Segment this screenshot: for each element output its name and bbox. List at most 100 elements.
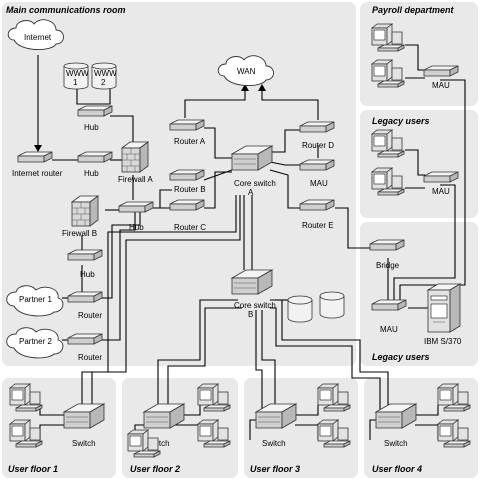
network-device-icon [169, 169, 205, 181]
mau-bottom: MAU [371, 299, 407, 334]
www-server-2: WWW 2 [91, 62, 117, 90]
router-d-label: Router D [302, 141, 334, 150]
title-floor-1: User floor 1 [8, 464, 58, 474]
partner-2-cloud: Partner 2 [6, 327, 64, 359]
firewall-a: Firewall A [118, 141, 153, 184]
router-p1-label: Router [78, 311, 102, 320]
mau-payroll: MAU [423, 65, 459, 90]
bridge: Bridge [369, 239, 405, 270]
wan-label: WAN [237, 67, 256, 76]
network-device-icon [17, 151, 53, 163]
partner-1-label: Partner 1 [19, 295, 52, 304]
router-p2-label: Router [78, 353, 102, 362]
network-device-icon [371, 299, 407, 311]
router-b-label: Router B [174, 185, 206, 194]
hub-top-label: Hub [84, 123, 99, 132]
mainframe-icon [426, 283, 462, 333]
title-floor-2: User floor 2 [130, 464, 180, 474]
router-a-label: Router A [174, 137, 206, 146]
partner-2-label: Partner 2 [19, 337, 52, 346]
network-device-icon [299, 159, 335, 171]
title-legacy-right: Legacy users [372, 116, 430, 126]
hub-lower: Hub [118, 201, 154, 232]
router-e: Router E [299, 199, 335, 230]
firewall-a-label: Firewall A [118, 175, 153, 184]
hub-mid: Hub [77, 151, 113, 178]
network-device-icon [299, 121, 335, 133]
firewall-icon [71, 195, 99, 227]
firewall-b: Firewall B [62, 195, 99, 238]
hub-top: Hub [77, 105, 113, 132]
title-legacy-bottom: Legacy users [372, 352, 430, 362]
network-device-icon [67, 249, 103, 261]
storage-drum-icon [287, 300, 313, 323]
firewall-icon [121, 141, 149, 173]
storage-1 [287, 295, 313, 323]
www2-num: 2 [101, 78, 106, 87]
core-switch-a-label-2: A [248, 188, 254, 197]
router-a: Router A [169, 119, 206, 146]
core-switch-b-label-1: Core switch [234, 301, 276, 310]
switch-floor-1: Switch [63, 403, 105, 448]
internet-router: Internet router [12, 151, 63, 178]
switch-3-label: Switch [262, 439, 286, 448]
bridge-label: Bridge [376, 261, 400, 270]
network-device-icon [118, 201, 154, 213]
internet-label: Internet [24, 33, 52, 42]
mau-payroll-label: MAU [432, 81, 450, 90]
wan-cloud: WAN [217, 55, 274, 86]
internet-cloud: Internet [7, 19, 64, 50]
title-floor-3: User floor 3 [250, 464, 300, 474]
network-device-icon [299, 199, 335, 211]
router-partner-2: Router [67, 333, 103, 362]
network-device-icon [67, 333, 103, 345]
core-switch-a-label-1: Core switch [234, 179, 276, 188]
title-main: Main communications room [6, 5, 126, 15]
core-switch-b-label-2: B [248, 310, 253, 319]
switch-floor-3: Switch [255, 403, 297, 448]
www1-top: WWW [66, 69, 89, 78]
ibm-label: IBM S/370 [424, 337, 462, 346]
network-device-icon [169, 199, 205, 211]
partner-1-cloud: Partner 1 [6, 285, 64, 317]
storage-drum-icon [319, 296, 345, 319]
network-device-icon [369, 239, 405, 251]
title-payroll: Payroll department [372, 5, 455, 15]
www-server-1: WWW 1 [63, 62, 89, 90]
router-c: Router C [169, 199, 206, 232]
www1-num: 1 [73, 78, 78, 87]
network-device-icon [423, 65, 459, 77]
core-switch-a: Core switch A [231, 145, 276, 197]
mau-legacy: MAU [423, 171, 459, 196]
www2-top: WWW [94, 69, 117, 78]
hub-b-label: Hub [80, 270, 95, 279]
network-device-icon [77, 151, 113, 163]
hub-b: Hub [67, 249, 103, 279]
mau-bottom-label: MAU [380, 325, 398, 334]
router-e-label: Router E [302, 221, 334, 230]
router-b: Router B [169, 169, 206, 194]
switch-4-label: Switch [384, 439, 408, 448]
storage-2 [319, 291, 345, 319]
router-d: Router D [299, 121, 335, 150]
network-device-icon [67, 291, 103, 303]
internet-router-label: Internet router [12, 169, 63, 178]
switch-1-label: Switch [72, 439, 96, 448]
network-device-icon [169, 119, 205, 131]
switch-floor-4: Switch [375, 403, 417, 448]
core-switch-b: Core switch B [231, 269, 276, 319]
hub-mid-label: Hub [84, 169, 99, 178]
region-payroll [358, 0, 480, 108]
router-partner-1: Router [67, 291, 103, 320]
network-device-icon [77, 105, 113, 117]
router-c-label: Router C [174, 223, 206, 232]
network-device-icon [423, 171, 459, 183]
mau-d-label: MAU [310, 179, 328, 188]
title-floor-4: User floor 4 [372, 464, 422, 474]
ibm-mainframe: IBM S/370 [424, 283, 462, 346]
mau-legacy-label: MAU [432, 187, 450, 196]
firewall-b-label: Firewall B [62, 229, 97, 238]
mau-d: MAU [299, 159, 335, 188]
